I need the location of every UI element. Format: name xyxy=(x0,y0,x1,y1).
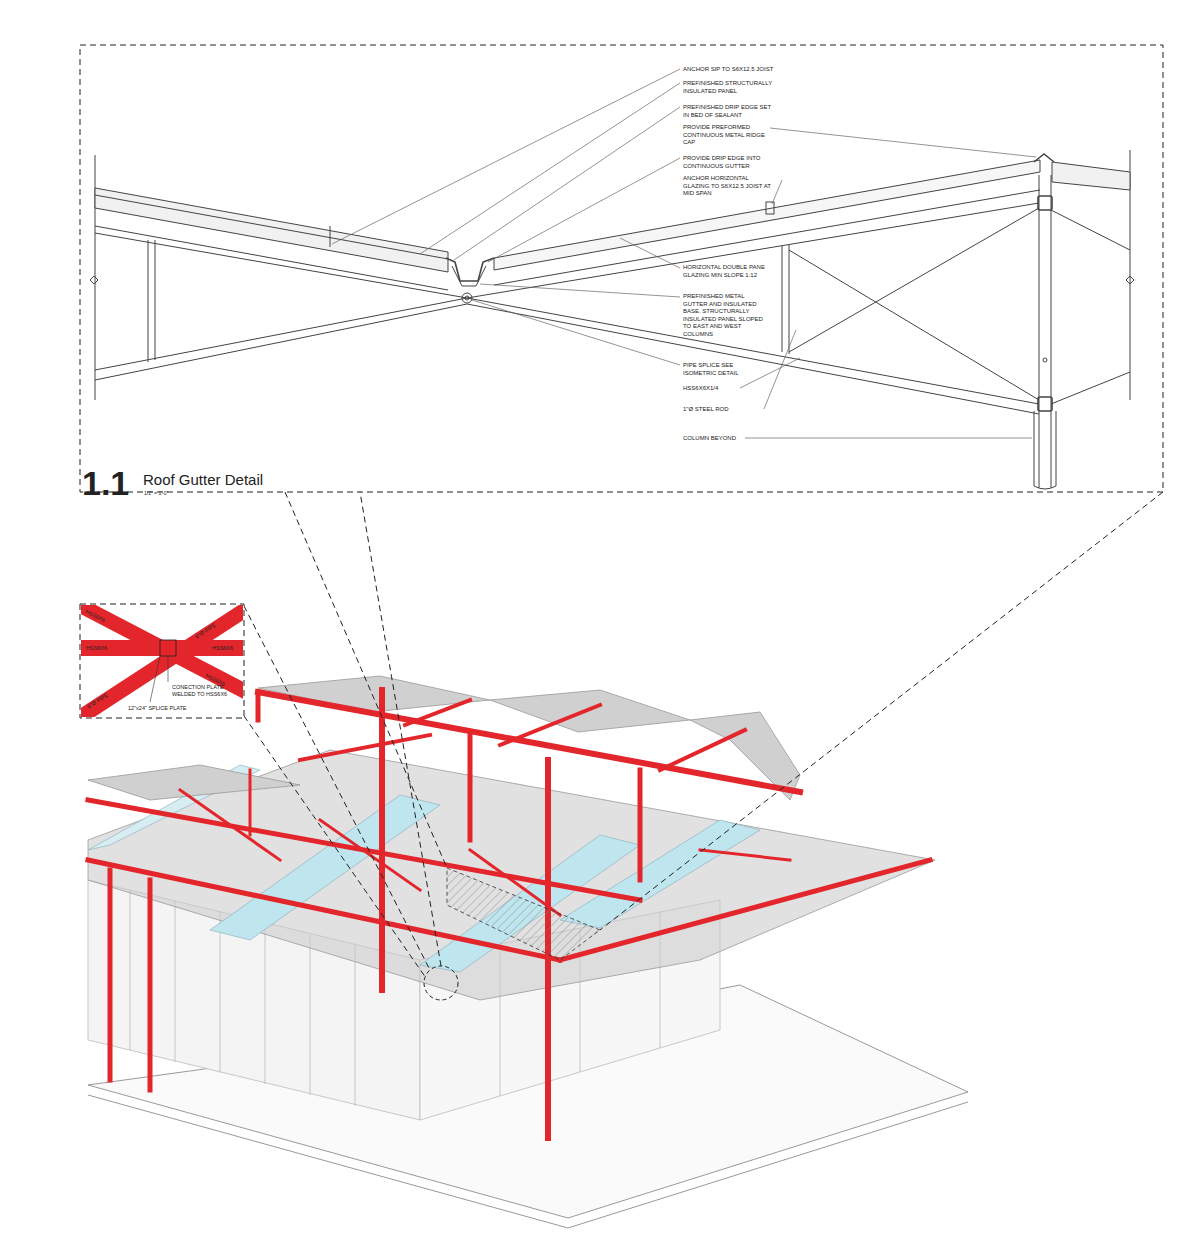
detail-number: 1.1 xyxy=(82,466,142,500)
callout-note: PIPE SPLICE SEE ISOMETRIC DETAIL xyxy=(683,362,763,377)
callout-note: 1"Ø STEEL ROD xyxy=(683,406,763,414)
callout-note: PROVIDE DRIP EDGE INTO CONTINUOUS GUTTER xyxy=(683,155,775,170)
callout-note: ANCHOR HORIZONTAL GLAZING TO S6X12.5 JOI… xyxy=(683,175,775,198)
detail-title: Roof Gutter Detail xyxy=(143,471,303,490)
callout-note: ANCHOR SIP TO S6X12.5 JOIST xyxy=(683,66,775,74)
callout-note: PREFINISHED DRIP EDGE SET IN BED OF SEAL… xyxy=(683,104,775,119)
callout-note: PROVIDE PREFORMED CONTINUOUS METAL RIDGE… xyxy=(683,124,767,147)
member-label: HSS6X6 xyxy=(212,645,244,652)
callout-note: PREFINISHED STRUCTURALLY INSULATED PANEL xyxy=(683,80,775,95)
callout-note: 12"x24" SPLICE PLATE xyxy=(128,705,208,712)
callout-note: PREFINISHED METAL GUTTER AND INSULATED B… xyxy=(683,293,767,338)
callout-note: HORIZONTAL DOUBLE PANE GLAZING MIN SLOPE… xyxy=(683,264,767,279)
callout-note: CONECTION PLATE WELDED TO HSS6X6 xyxy=(172,684,238,698)
callout-note: COLUMN BEYOND xyxy=(683,435,743,443)
callout-note: HSS6X6X1/4 xyxy=(683,385,743,393)
scale-note: 1/2" = 1'-0" xyxy=(144,490,224,496)
member-label: HSS6X6 xyxy=(86,645,126,652)
